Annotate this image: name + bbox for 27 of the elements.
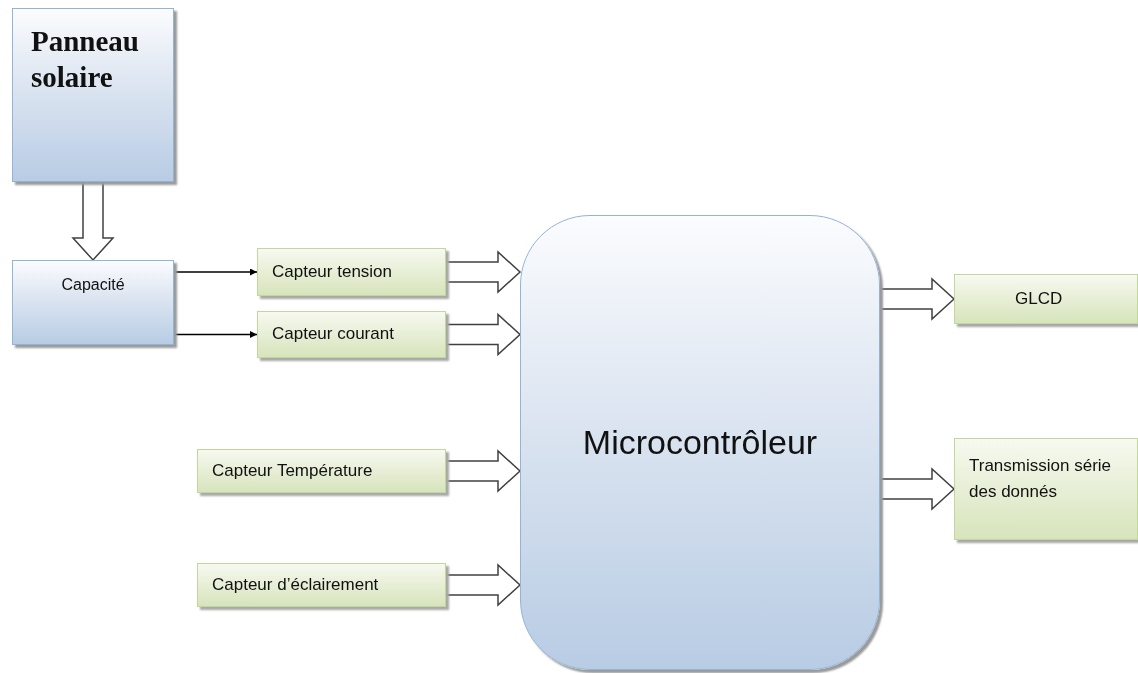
transmission-box	[954, 438, 1138, 540]
box-label: Capteur tension	[272, 260, 393, 283]
block-arrow	[445, 312, 522, 357]
box-label: Panneau solaire	[31, 24, 140, 96]
box-label: Capteur courant	[272, 323, 394, 346]
box-label: Capteur d’éclairement	[212, 573, 379, 596]
arrow	[173, 268, 258, 276]
arrow	[173, 331, 258, 338]
box-label: Capteur Température	[212, 459, 373, 482]
box-label: Transmission série des donnés	[969, 455, 1113, 504]
block-arrow	[879, 277, 956, 321]
block-arrow	[445, 563, 522, 607]
display-box	[954, 274, 1138, 324]
component-label: Microcontrôleur	[582, 422, 818, 464]
sensor-box	[257, 311, 446, 358]
box-label: GLCD	[1015, 287, 1063, 310]
sensor-box	[257, 248, 446, 296]
solar-panel-box	[12, 8, 174, 182]
sensor-box	[197, 449, 446, 493]
box-label: Capacité	[61, 275, 125, 295]
block-arrow	[445, 449, 522, 493]
block-arrow	[71, 181, 115, 262]
block-arrow	[445, 250, 522, 294]
sensor-box	[197, 563, 446, 607]
microcontroller-box	[520, 215, 880, 670]
capacitor-box	[12, 260, 174, 345]
block-arrow	[879, 467, 956, 511]
